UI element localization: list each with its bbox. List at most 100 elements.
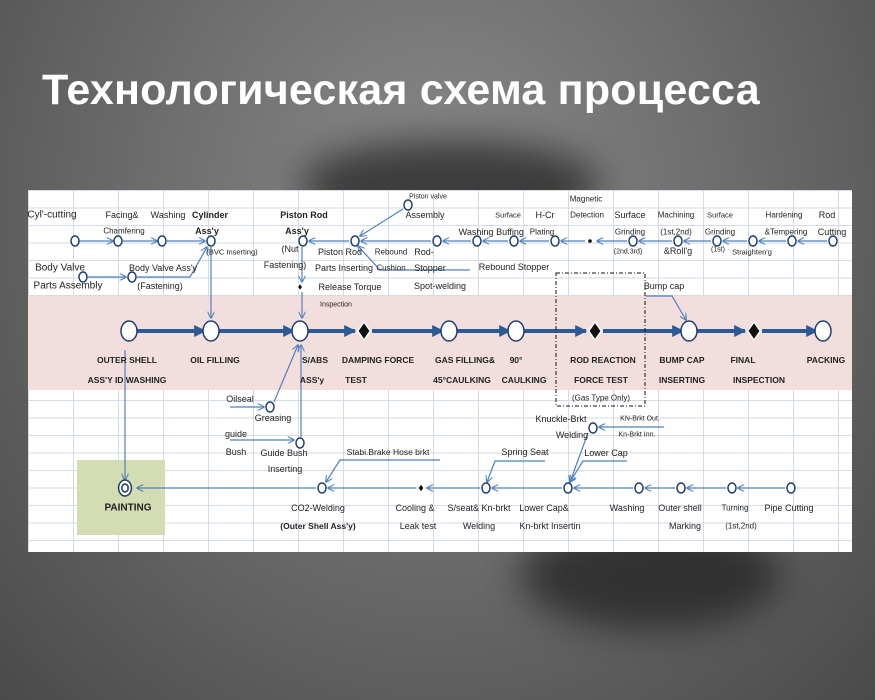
process-node-circle [295, 437, 305, 449]
process-step-label: Body Valve Ass'y [128, 263, 198, 273]
process-step-label: Guide Bush [260, 448, 308, 458]
process-step-label: H-Cr [535, 210, 555, 220]
inspection-node-diamond [746, 320, 762, 342]
process-step-label: Piston Rod [317, 247, 363, 257]
process-step-label: Cushion [376, 263, 406, 273]
process-step-label: Rebound [374, 247, 408, 257]
process-step-label: CAULKING [501, 375, 547, 385]
process-node-circle [317, 482, 327, 494]
process-node-circle [563, 482, 573, 494]
process-step-label: (Nut [281, 244, 299, 254]
process-step-label: Bump cap [643, 281, 685, 291]
process-step-label: Grinding [614, 227, 646, 237]
process-node-circle [432, 235, 442, 247]
process-node-circle [628, 235, 638, 247]
process-step-label: INSERTING [658, 375, 706, 385]
process-node-circle [202, 320, 220, 342]
process-step-label: Surface [614, 210, 646, 220]
process-step-label: TEST [345, 375, 367, 385]
process-step-label: 90° [509, 355, 523, 365]
painting-box [77, 460, 165, 535]
process-node-circle [113, 235, 123, 247]
process-step-label: (2nd,3rd) [613, 248, 643, 256]
process-node-circle [680, 320, 698, 342]
main-line-band [28, 296, 852, 390]
process-step-label: Turning [721, 503, 749, 513]
process-node-circle [727, 482, 737, 494]
process-node-circle [291, 320, 309, 342]
process-step-label: S/ABS [302, 355, 328, 365]
process-node-circle [127, 271, 137, 283]
process-step-label: (BVC Inserting) [206, 247, 258, 257]
inspection-node-diamond [356, 320, 372, 342]
process-node-circle [472, 235, 482, 247]
flow-arrow [273, 345, 298, 403]
process-step-label: Detection [570, 210, 604, 220]
gas-type-only-dashed-box [555, 272, 646, 407]
process-step-label: Pipe Cutting [764, 503, 814, 513]
process-step-label: OUTER SHELL [97, 355, 157, 365]
process-node-circle [787, 235, 797, 247]
flow-arrow [358, 246, 470, 271]
process-step-label: Lower Cap& [519, 503, 569, 513]
process-step-label: Lower Cap [584, 448, 628, 458]
process-step-label: Parts Assembly [33, 280, 103, 292]
process-step-label: CO2-Welding [291, 503, 345, 513]
process-node-circle [206, 235, 216, 247]
process-step-label: Ass'y [195, 226, 219, 236]
process-node-circle [121, 483, 129, 493]
process-node-circle [509, 235, 519, 247]
process-node-circle [588, 422, 598, 434]
flow-lines [70, 199, 838, 497]
process-step-label: PAINTING [104, 502, 152, 514]
process-node-circle [507, 320, 525, 342]
process-step-label: (1st) [711, 246, 725, 254]
process-step-label: Leak test [399, 521, 437, 531]
process-step-label: Greasing [254, 413, 292, 423]
process-step-label: Piston Rod [280, 210, 328, 220]
process-step-label: Machining [657, 210, 695, 220]
process-node-circle [78, 271, 88, 283]
process-step-label: Cyl'-cutting [28, 209, 77, 221]
process-node-circle [550, 235, 560, 247]
process-node-circle [634, 482, 644, 494]
process-step-label: Marking [668, 521, 702, 531]
process-step-label: PACKING [806, 355, 846, 365]
process-step-label: Rod [818, 210, 836, 220]
process-step-label: BUMP CAP [659, 355, 705, 365]
process-node-circle [298, 235, 308, 247]
process-step-label: Surface [495, 210, 521, 220]
process-step-label: Oilseal [226, 394, 254, 404]
process-step-label: Spring Seat [501, 447, 549, 457]
process-step-label: DAMPING FORCE [341, 355, 415, 365]
process-step-label: Washing [150, 210, 186, 220]
process-step-label: Facing& [105, 210, 139, 220]
process-step-label: (Gas Type Only) [571, 393, 631, 403]
flow-arrow [570, 432, 589, 482]
process-step-label: S/seat& Kn-brkt [447, 503, 511, 513]
process-step-label: Welding [555, 430, 589, 440]
process-node-circle [481, 482, 491, 494]
process-step-label: Plating [529, 227, 555, 237]
flow-arrow [360, 208, 404, 236]
process-step-label: Cooling & [395, 503, 435, 513]
process-step-label: Straighten'g [732, 247, 772, 257]
process-step-label: Kn-brkt Insertin [519, 521, 581, 531]
inspection-node-diamond [587, 320, 603, 342]
process-step-label: Bush [225, 447, 247, 457]
process-node-circle [828, 235, 838, 247]
process-step-label: FINAL [730, 355, 756, 365]
flow-arrow [487, 460, 545, 482]
process-step-label: (1st,2nd) [725, 521, 757, 531]
process-step-label: FORCE TEST [574, 375, 628, 385]
process-step-label: Stabi.Brake Hose brkt [346, 447, 430, 457]
process-step-label: KN-Brkt Out. [620, 415, 660, 423]
process-step-label: OIL FILLING [190, 355, 240, 365]
process-node-circle [403, 199, 413, 211]
process-step-label: ASS'y [299, 375, 325, 385]
process-step-label: Fastening) [263, 260, 307, 270]
process-step-label: Hardening [765, 210, 803, 220]
process-step-label: (Outer Shell Ass'y) [280, 521, 356, 531]
process-step-label: Kn-Brkt Inn. [618, 431, 656, 439]
